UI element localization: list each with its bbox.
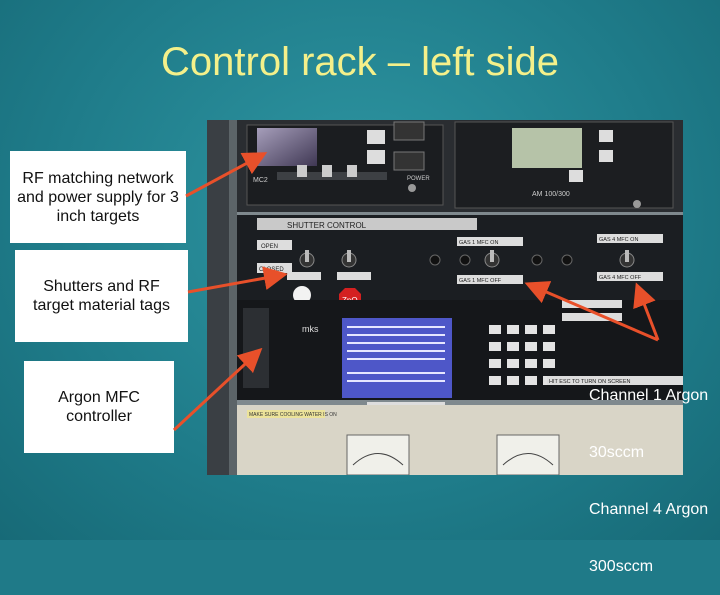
gas1-on-text: GAS 1 MFC ON [459, 240, 498, 246]
channel-label-group: Channel 1 Argon 30sccm Channel 4 Argon 3… [589, 348, 720, 595]
open-text: OPEN [261, 244, 278, 250]
shutters-label: Shutters and RF target material tags [15, 250, 188, 342]
channel-4-flow: 300sccm [589, 558, 654, 575]
gas4-on-text: GAS 4 MFC ON [599, 237, 638, 243]
channel-1-flow: 30sccm [589, 444, 645, 461]
argon-mfc-label: Argon MFC controller [24, 361, 174, 453]
gas4-off-text: GAS 4 MFC OFF [599, 275, 642, 281]
svg-text:POWER: POWER [407, 176, 430, 182]
gas1-off-text: GAS 1 MFC OFF [459, 278, 502, 284]
closed-text: CLOSED [259, 267, 284, 273]
cooling-warning-text: MAKE SURE COOLING WATER IS ON [249, 412, 337, 418]
hit-esc-text: HIT ESC TO TURN ON SCREEN [549, 379, 631, 385]
svg-text:MC2: MC2 [253, 177, 268, 184]
am-model-text: AM 100/300 [532, 191, 570, 198]
rf-matching-label: RF matching network and power supply for… [10, 151, 186, 243]
channel-1-label: Channel 1 Argon [589, 387, 709, 404]
slide-title: Control rack – left side [161, 40, 559, 84]
channel-4-label: Channel 4 Argon [589, 501, 709, 518]
shutter-control-text: SHUTTER CONTROL [287, 221, 367, 230]
mks-logo-text: mks [302, 324, 319, 334]
